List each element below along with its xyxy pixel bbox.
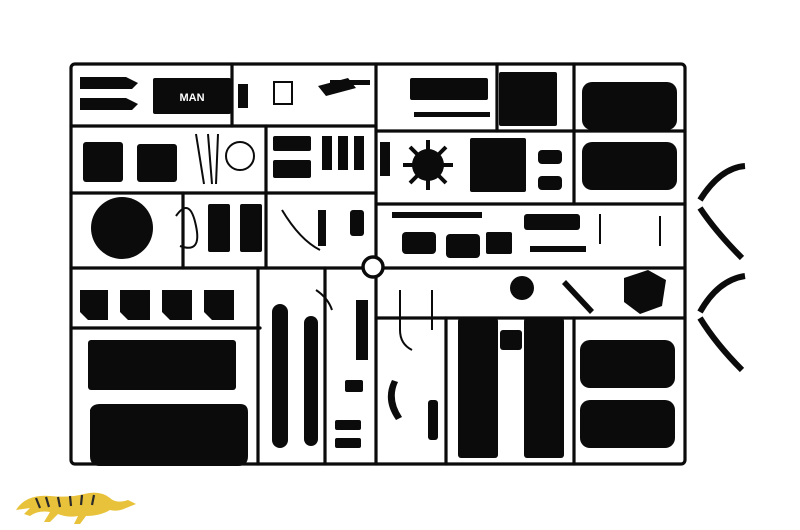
part-text: MAN <box>179 92 204 104</box>
thin-parts <box>175 133 661 351</box>
tiger-logo <box>16 492 136 524</box>
parts <box>80 72 677 466</box>
sprue-hub <box>361 255 385 279</box>
fender-arcs <box>697 163 746 373</box>
runners <box>69 62 687 466</box>
fan-part <box>403 140 453 190</box>
